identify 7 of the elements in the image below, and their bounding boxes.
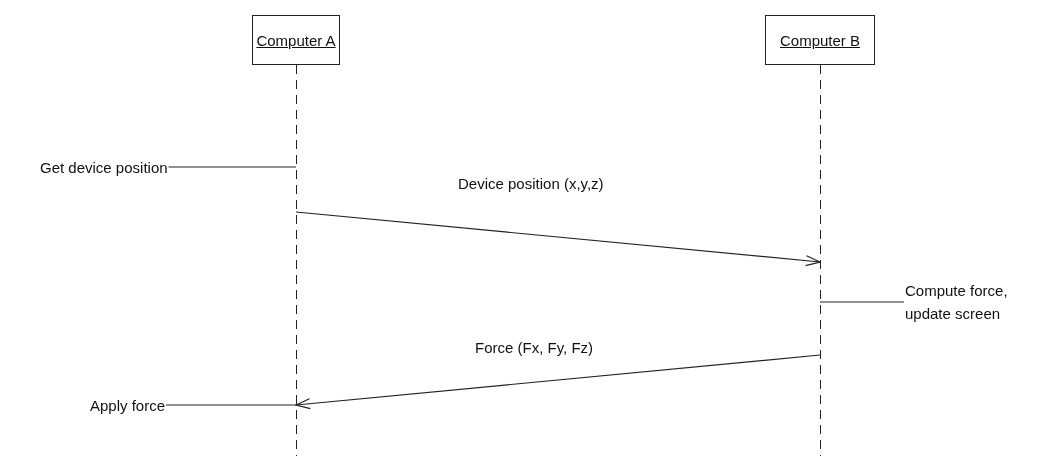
participant-lifeline: Computer B	[765, 15, 875, 456]
message-arrow	[295, 354, 821, 410]
step-note: Compute force, update screen	[905, 279, 1030, 325]
step-note: Get device position	[40, 156, 168, 179]
message-arrow	[295, 211, 821, 267]
step-note: Apply force	[90, 394, 166, 417]
participant-lifeline: Computer A	[252, 15, 340, 456]
